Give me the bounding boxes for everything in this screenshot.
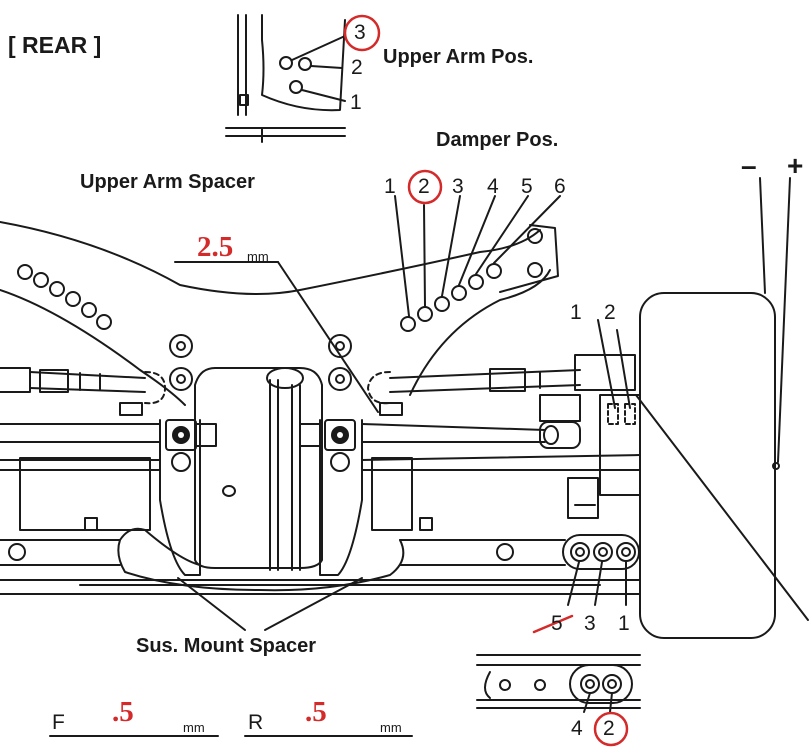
damper-pos-3: 3 [452,175,464,198]
upright-posts [119,334,403,576]
camber-plus: + [787,150,804,181]
front-spacer-unit: mm [183,720,205,735]
lower-mount-block [562,534,640,606]
section-label: [ REAR ] [8,32,102,58]
upper-arm-spacer-value: 2.5 [197,231,234,263]
lower-sub-inset [476,654,641,713]
annotation-marks [343,14,629,747]
damper-pos-4: 4 [487,175,499,198]
front-spacer-value: .5 [112,696,134,728]
hub-pos-2: 2 [604,301,616,324]
sus-mount-spacer-pointers [177,577,363,631]
upper-arm-outline [0,221,559,406]
damper-pos-6: 6 [554,175,566,198]
upper-arm-spacer-unit: mm [247,249,269,264]
lower-sub-pos-2-circle [593,711,629,747]
upper-arm-spacer-title: Upper Arm Spacer [80,171,255,193]
turnbuckles [0,354,636,405]
rear-spacer-unit: mm [380,720,402,735]
lower-arm-rail [0,517,641,595]
upper-arm-pos-3: 3 [354,21,366,44]
damper-pos-2-circle [407,169,443,205]
damper-pos-2: 2 [418,175,430,198]
upper-arm-pos-3-circle [343,14,381,52]
damper-pos-1: 1 [384,175,396,198]
sus-mount-spacer-title: Sus. Mount Spacer [136,635,317,657]
hub-pos-1: 1 [570,301,582,324]
rear-spacer-label: R [248,711,264,734]
lower-sub-pos-2: 2 [603,717,615,740]
lower-sub-pos-4: 4 [571,717,583,740]
lower-mount-pos-3: 3 [584,612,596,635]
upper-arm-pos-2: 2 [351,56,363,79]
damper-tower-holes [394,195,561,332]
upper-arm-pos-inset [225,14,346,143]
spacer-leader-line [174,261,379,413]
damper-pos-title: Damper Pos. [436,129,559,151]
wheel [597,177,809,639]
rear-spacer-value: .5 [305,696,327,728]
camber-minus: – [741,150,757,181]
upper-arm-pos-title: Upper Arm Pos. [383,46,534,68]
upper-arm-pos-1: 1 [350,91,362,114]
crossed-out-mark [532,614,574,634]
front-spacer-label: F [52,711,65,734]
center-bulkhead [194,367,323,571]
lower-mount-pos-1: 1 [618,612,630,635]
left-hole-row [17,264,112,330]
lower-mount-pos-5: 5 [551,612,563,635]
damper-pos-5: 5 [521,175,533,198]
